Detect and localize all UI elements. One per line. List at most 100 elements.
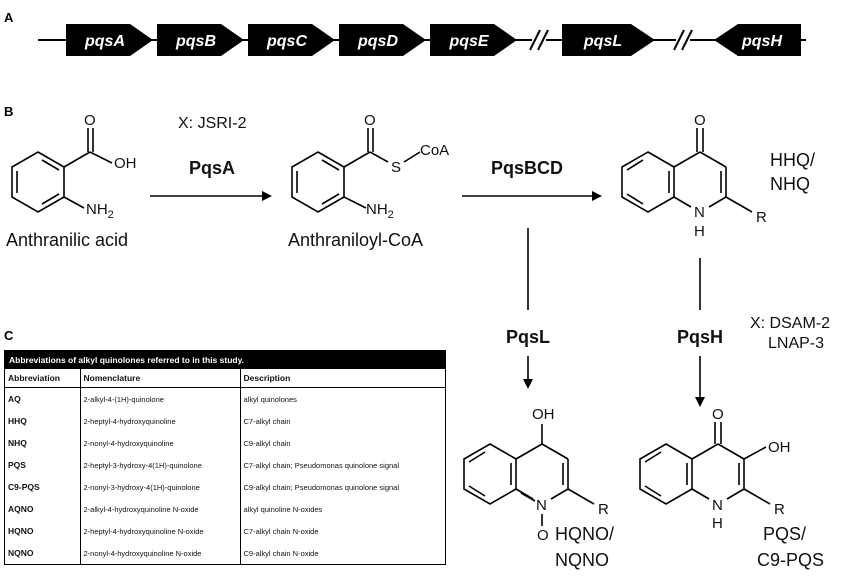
cell-abbreviation: PQS <box>8 460 26 470</box>
header-abbreviation: Abbreviation <box>5 369 80 388</box>
cell-nomenclature: 2-heptyl-4-hydroxyquinoline <box>79 410 240 432</box>
atom-oh-hqno: OH <box>532 406 555 423</box>
cell-nomenclature: 2-alkyl-4-hydroxyquinoline N-oxide <box>79 498 240 520</box>
enzyme-pqsl: PqsL <box>506 327 550 347</box>
hqno-structure <box>463 424 595 526</box>
atom-n-hqno: N <box>536 497 547 514</box>
table-title: Abbreviations of alkyl quinolones referr… <box>5 351 445 369</box>
inhibitor-lnap3: LNAP-3 <box>768 335 824 352</box>
atom-oh-anthranilic: OH <box>114 155 137 172</box>
hhq-label-line1: HHQ/ <box>770 150 815 170</box>
cell-abbreviation: HQNO <box>8 526 34 536</box>
atom-nh2-coa: NH2 <box>366 201 394 221</box>
cell-description: alkyl quinolones <box>239 387 445 410</box>
gene-cluster: pqsA pqsB pqsC pqsD pqsE pqsL pqsH <box>38 24 806 56</box>
gene-arrow-pqsB <box>157 24 244 56</box>
arrow-pqsbcd <box>462 191 602 201</box>
gene-label-pqsE: pqsE <box>448 33 489 50</box>
hhq-label-line2: NHQ <box>770 174 810 194</box>
cell-description: C7-alkyl chain <box>239 410 445 432</box>
cell-nomenclature: 2-nonyl-4-hydroxyquinoline <box>79 432 240 454</box>
atom-n-pqs: N <box>712 497 723 514</box>
cell-description: C7-alkyl chain N-oxide <box>239 520 445 542</box>
arrow-pqsl <box>523 356 533 389</box>
cell-nomenclature: 2-heptyl-4-hydroxyquinoline N-oxide <box>79 520 240 542</box>
gene-label-pqsC: pqsC <box>266 33 307 50</box>
cell-abbreviation: C9-PQS <box>8 482 40 492</box>
anthraniloyl-coa-structure <box>291 128 421 213</box>
arrow-pqsh <box>695 356 705 407</box>
arrow-pqsa <box>150 191 272 201</box>
anthraniloyl-coa-label: Anthraniloyl-CoA <box>288 230 423 250</box>
header-description: Description <box>239 369 445 388</box>
cell-nomenclature: 2-alkyl-4-(1H)-quinolone <box>79 387 240 410</box>
cell-nomenclature: 2-nonyl-3-hydroxy-4(1H)-quinolone <box>79 476 240 498</box>
atom-n-hhq: N <box>694 204 705 221</box>
break-mark-1 <box>529 29 549 51</box>
cell-abbreviation: NQNO <box>8 548 34 558</box>
cell-description: alkyl quinoline N-oxides <box>239 498 445 520</box>
cell-abbreviation: HHQ <box>8 416 27 426</box>
panel-b-label: B <box>4 104 13 119</box>
enzyme-pqsa: PqsA <box>189 158 235 178</box>
gene-label-pqsH: pqsH <box>741 33 782 50</box>
pqs-structure <box>639 422 771 505</box>
atom-h-hhq: H <box>694 223 705 240</box>
gene-label-pqsD: pqsD <box>357 33 398 50</box>
break-mark-2 <box>673 29 693 51</box>
hhq-structure <box>621 128 753 213</box>
gene-arrow-pqsL <box>562 24 655 56</box>
pqs-label-line2: C9-PQS <box>757 550 824 570</box>
atom-r-pqs: R <box>774 501 785 518</box>
hqno-label-line2: NQNO <box>555 550 609 570</box>
cell-abbreviation: AQNO <box>8 504 34 514</box>
inhibitor-jsri2: X: JSRI-2 <box>178 115 247 132</box>
panel-a-label: A <box>4 10 14 25</box>
atom-o-hhq: O <box>694 112 706 129</box>
atom-o-hqno: O <box>537 527 549 544</box>
atom-nh2-anthranilic: NH2 <box>86 201 114 221</box>
gene-arrow-pqsH <box>714 24 801 56</box>
cell-description: C7-alkyl chain; Pseudomonas quinolone si… <box>239 454 445 476</box>
gene-arrow-pqsD <box>339 24 426 56</box>
gene-label-pqsB: pqsB <box>175 33 216 50</box>
enzyme-pqsh: PqsH <box>677 327 723 347</box>
table-grid: Abbreviation Nomenclature Description AQ… <box>5 369 445 564</box>
gene-arrow-pqsE <box>430 24 517 56</box>
inhibitor-dsam2: X: DSAM-2 <box>750 315 830 332</box>
panel-c-label: C <box>4 328 14 343</box>
atom-r-hqno: R <box>598 501 609 518</box>
atom-coa: CoA <box>420 142 449 159</box>
table-header-row: Abbreviation Nomenclature Description <box>5 369 445 388</box>
atom-o-anthranilic: O <box>84 112 96 129</box>
pqs-label-line1: PQS/ <box>763 524 806 544</box>
cell-description: C9-alkyl chain; Pseudomonas quinolone si… <box>239 476 445 498</box>
atom-oh-pqs: OH <box>768 439 791 456</box>
cell-abbreviation: NHQ <box>8 438 27 448</box>
gene-label-pqsA: pqsA <box>84 33 125 50</box>
gene-label-pqsL: pqsL <box>583 33 622 50</box>
atom-s: S <box>391 159 401 176</box>
cell-description: C9-alkyl chain <box>239 432 445 454</box>
gene-arrow-pqsA <box>66 24 153 56</box>
atom-r-hhq: R <box>756 209 767 226</box>
cell-nomenclature: 2-nonyl-4-hydroxyquinoline N-oxide <box>79 542 240 564</box>
cell-nomenclature: 2-heptyl-3-hydroxy-4(1H)-quinolone <box>79 454 240 476</box>
gene-arrow-pqsC <box>248 24 335 56</box>
atom-o-pqs: O <box>712 406 724 423</box>
hqno-label-line1: HQNO/ <box>555 524 614 544</box>
anthranilic-acid-label: Anthranilic acid <box>6 230 128 250</box>
atom-o-coa: O <box>364 112 376 129</box>
cell-abbreviation: AQ <box>8 394 21 404</box>
anthranilic-acid-structure <box>11 128 113 213</box>
abbreviations-table: Abbreviations of alkyl quinolones referr… <box>4 350 446 565</box>
